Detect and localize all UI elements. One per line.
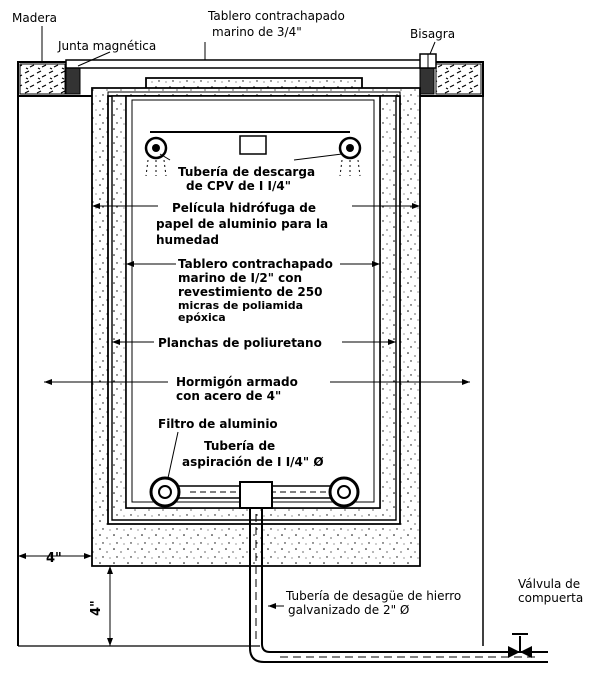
label-hormigon-line2: con acero de 4" <box>176 389 281 403</box>
dimension-horizontal <box>18 553 92 559</box>
label-tablero-34-line1: Tablero contrachapado <box>207 9 345 23</box>
label-tablero-12-line5: epóxica <box>178 311 226 324</box>
suction-pipe <box>176 481 338 509</box>
label-poliuretano: Planchas de poliuretano <box>158 336 322 350</box>
moisture-film <box>107 91 401 525</box>
label-junta: Junta magnética <box>57 39 156 53</box>
inner-plywood-lining <box>125 95 381 509</box>
label-pelicula-line2: papel de aluminio para la <box>156 217 328 231</box>
label-valvula-line1: Válvula de <box>518 577 580 591</box>
wood-block-right <box>435 63 482 95</box>
label-madera: Madera <box>12 11 57 25</box>
label-valvula-line2: compuerta <box>518 591 583 605</box>
label-descarga-line1: Tubería de descarga <box>178 165 315 179</box>
plywood-lid <box>65 59 435 69</box>
label-dim-4-horizontal: 4" <box>46 551 62 566</box>
label-tablero-12-line4: micras de poliamida <box>178 299 303 312</box>
label-tablero-34-line2: marino de 3/4" <box>212 25 302 39</box>
label-tablero-12-line3: revestimiento de 250 <box>178 285 322 299</box>
label-bisagra: Bisagra <box>410 27 455 41</box>
label-dim-4-vertical: 4" <box>89 600 104 616</box>
aluminum-filter-icon <box>149 476 360 508</box>
label-hormigon-line1: Hormigón armado <box>176 375 298 389</box>
dimension-vertical <box>107 566 113 646</box>
label-aspiracion-line2: aspiración de I I/4" Ø <box>182 455 324 469</box>
drain-pipe <box>249 508 548 663</box>
label-filtro: Filtro de aluminio <box>158 417 278 431</box>
label-aspiracion-line1: Tubería de <box>204 439 275 453</box>
label-desague-line2: galvanizado de 2" Ø <box>288 603 409 617</box>
gate-valve-icon <box>508 633 532 658</box>
discharge-pipe <box>144 131 362 177</box>
magnetic-gasket-left <box>65 65 81 95</box>
magnetic-gasket-right <box>419 65 435 95</box>
hinge-icon <box>419 53 437 69</box>
label-pelicula-line1: Película hidrófuga de <box>172 201 316 215</box>
label-tablero-12-line1: Tablero contrachapado <box>178 257 333 271</box>
label-pelicula-line3: humedad <box>156 233 219 247</box>
label-descarga-line2: de CPV de I I/4" <box>186 179 291 193</box>
wood-block-left <box>19 63 66 95</box>
label-desague-line1: Tubería de desagüe de hierro <box>285 589 461 603</box>
label-tablero-12-line2: marino de I/2" con <box>178 271 302 285</box>
